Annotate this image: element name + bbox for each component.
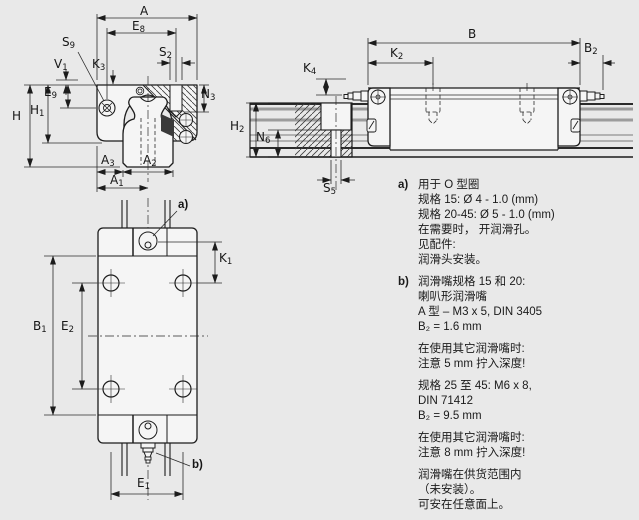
dim-label-N3: N3	[201, 87, 216, 103]
note-a-line: 用于 O 型圈	[418, 179, 480, 191]
note-b-line: B₂ = 9.5 mm	[418, 410, 482, 422]
note-b-line: 在使用其它润滑嘴时:	[418, 432, 525, 444]
dim-label-H1: H1	[30, 103, 45, 119]
dims-side-elevation	[246, 38, 615, 184]
dim-label-A2: A2	[143, 153, 157, 169]
dim-label-A1: A1	[110, 173, 124, 189]
dim-label-B: B	[468, 27, 477, 41]
dim-label-S2: S2	[159, 45, 173, 61]
dim-label-K4: K4	[303, 61, 317, 77]
note-a-line: 在需要时， 开润滑孔。	[418, 224, 537, 236]
dims-cross-section	[24, 14, 209, 192]
dim-label-A3: A3	[101, 153, 115, 169]
callout-b-marker: b)	[192, 459, 203, 471]
note-b-line: DIN 71412	[418, 395, 473, 407]
dims-top-view	[44, 241, 222, 500]
note-b-line: A 型 – M3 x 5, DIN 3405	[418, 306, 543, 318]
note-b-line: 注意 8 mm 拧入深度!	[418, 447, 526, 459]
note-b: b) 润滑嘴规格 15 和 20: 喇叭形润滑嘴 A 型 – M3 x 5, D…	[398, 275, 630, 513]
note-b-line: 润滑嘴规格 15 和 20:	[418, 276, 526, 288]
dim-label-B1: B1	[33, 319, 47, 335]
dim-label-H2: H2	[230, 119, 245, 135]
note-b-line: 在使用其它润滑嘴时:	[418, 343, 525, 355]
note-b-line: 喇叭形润滑嘴	[418, 291, 487, 303]
dim-label-H: H	[12, 109, 22, 123]
note-b-line: 可安在任意面上。	[418, 499, 510, 511]
note-a-line: 润滑头安装。	[418, 254, 487, 266]
note-b-line: 注意 5 mm 拧入深度!	[418, 358, 526, 370]
note-b-marker: b)	[398, 276, 409, 288]
note-b-line: B₂ = 1.6 mm	[418, 321, 482, 333]
note-b-line: 润滑嘴在供货范围内	[418, 469, 522, 481]
dim-label-S9: S9	[62, 35, 76, 51]
dim-label-K3: K3	[92, 57, 106, 73]
dim-label-B2: B2	[584, 41, 598, 57]
view-side-elevation	[249, 83, 633, 192]
dim-label-S5: S5	[323, 181, 337, 197]
note-a-marker: a)	[398, 179, 409, 191]
notes-column: a) 用于 O 型圈 规格 15: Ø 4 - 1.0 (mm) 规格 20-4…	[398, 178, 630, 520]
dim-label-V1: V1	[54, 57, 68, 73]
dim-label-E9: E9	[44, 85, 58, 101]
view-cross-section	[96, 76, 198, 182]
note-a-line: 规格 15: Ø 4 - 1.0 (mm)	[418, 194, 539, 206]
dim-label-E1: E1	[137, 476, 151, 492]
dim-label-E8: E8	[132, 19, 146, 35]
note-b-line: 规格 25 至 45: M6 x 8,	[418, 380, 532, 392]
note-b-line: （未安装）。	[418, 484, 482, 496]
note-a-line: 规格 20-45: Ø 5 - 1.0 (mm)	[418, 209, 555, 221]
dim-label-A: A	[140, 4, 149, 18]
note-a: a) 用于 O 型圈 规格 15: Ø 4 - 1.0 (mm) 规格 20-4…	[398, 178, 630, 268]
dim-label-E2: E2	[61, 319, 75, 335]
dim-label-K1: K1	[219, 251, 233, 267]
dim-label-K2: K2	[390, 46, 404, 62]
callout-a-marker: a)	[178, 199, 189, 211]
note-a-line: 见配件:	[418, 239, 456, 251]
dim-label-N6: N6	[256, 130, 271, 146]
view-top	[88, 198, 208, 500]
